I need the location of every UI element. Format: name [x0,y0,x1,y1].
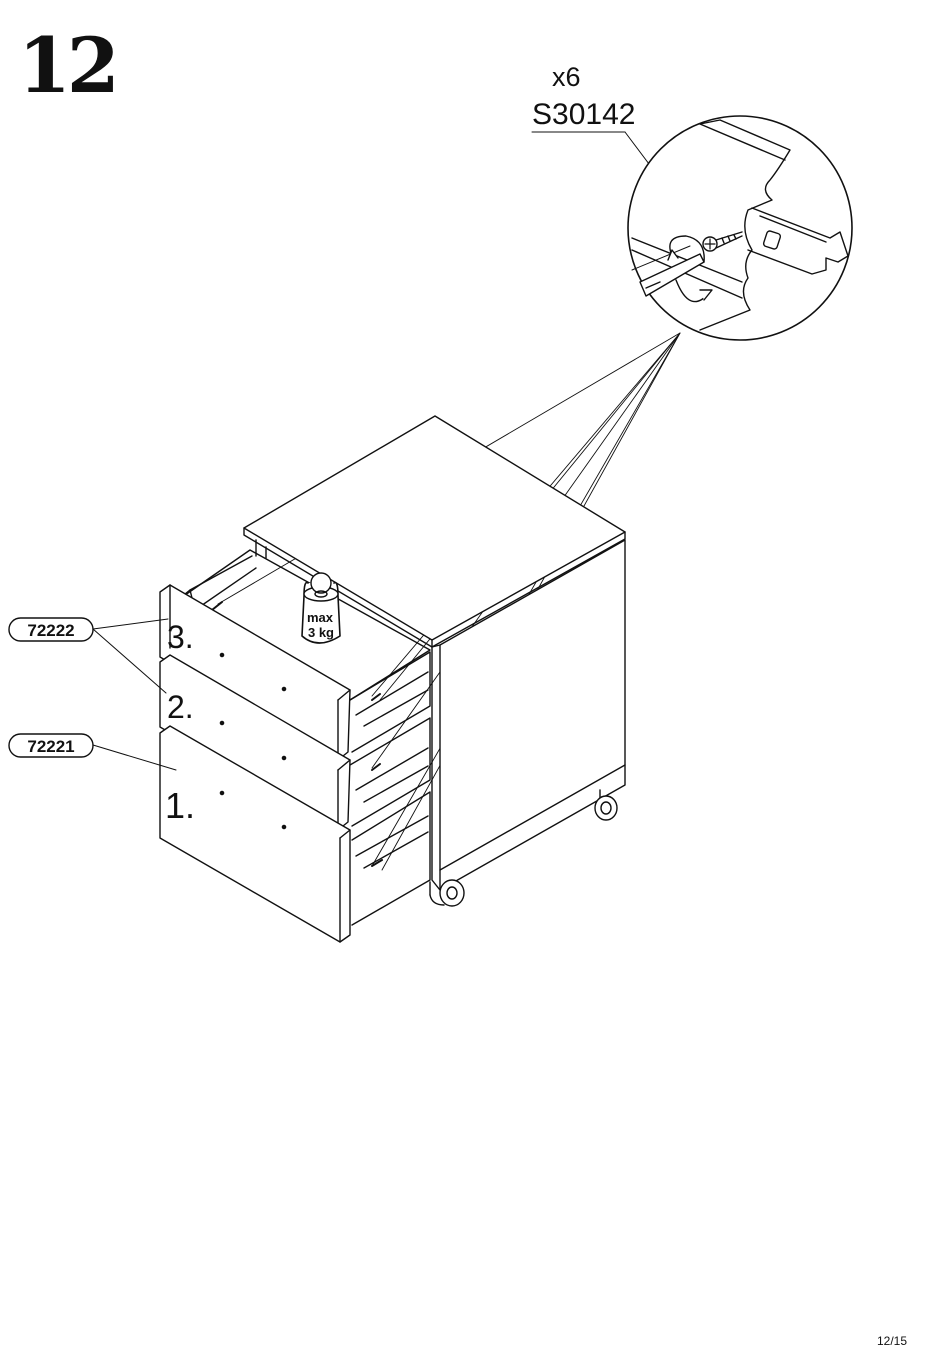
drawer-3-number: 3. [167,619,194,655]
drawer-small-label: 72222 [27,621,74,640]
weight-label-kg: 3 kg [308,625,334,640]
drawer-2-number: 2. [167,689,194,725]
weight-label-max: max [307,610,334,625]
drawer-1-number: 1. [165,785,195,826]
drawer-large-label: 72221 [27,737,74,756]
screw-detail-callout [628,116,852,340]
